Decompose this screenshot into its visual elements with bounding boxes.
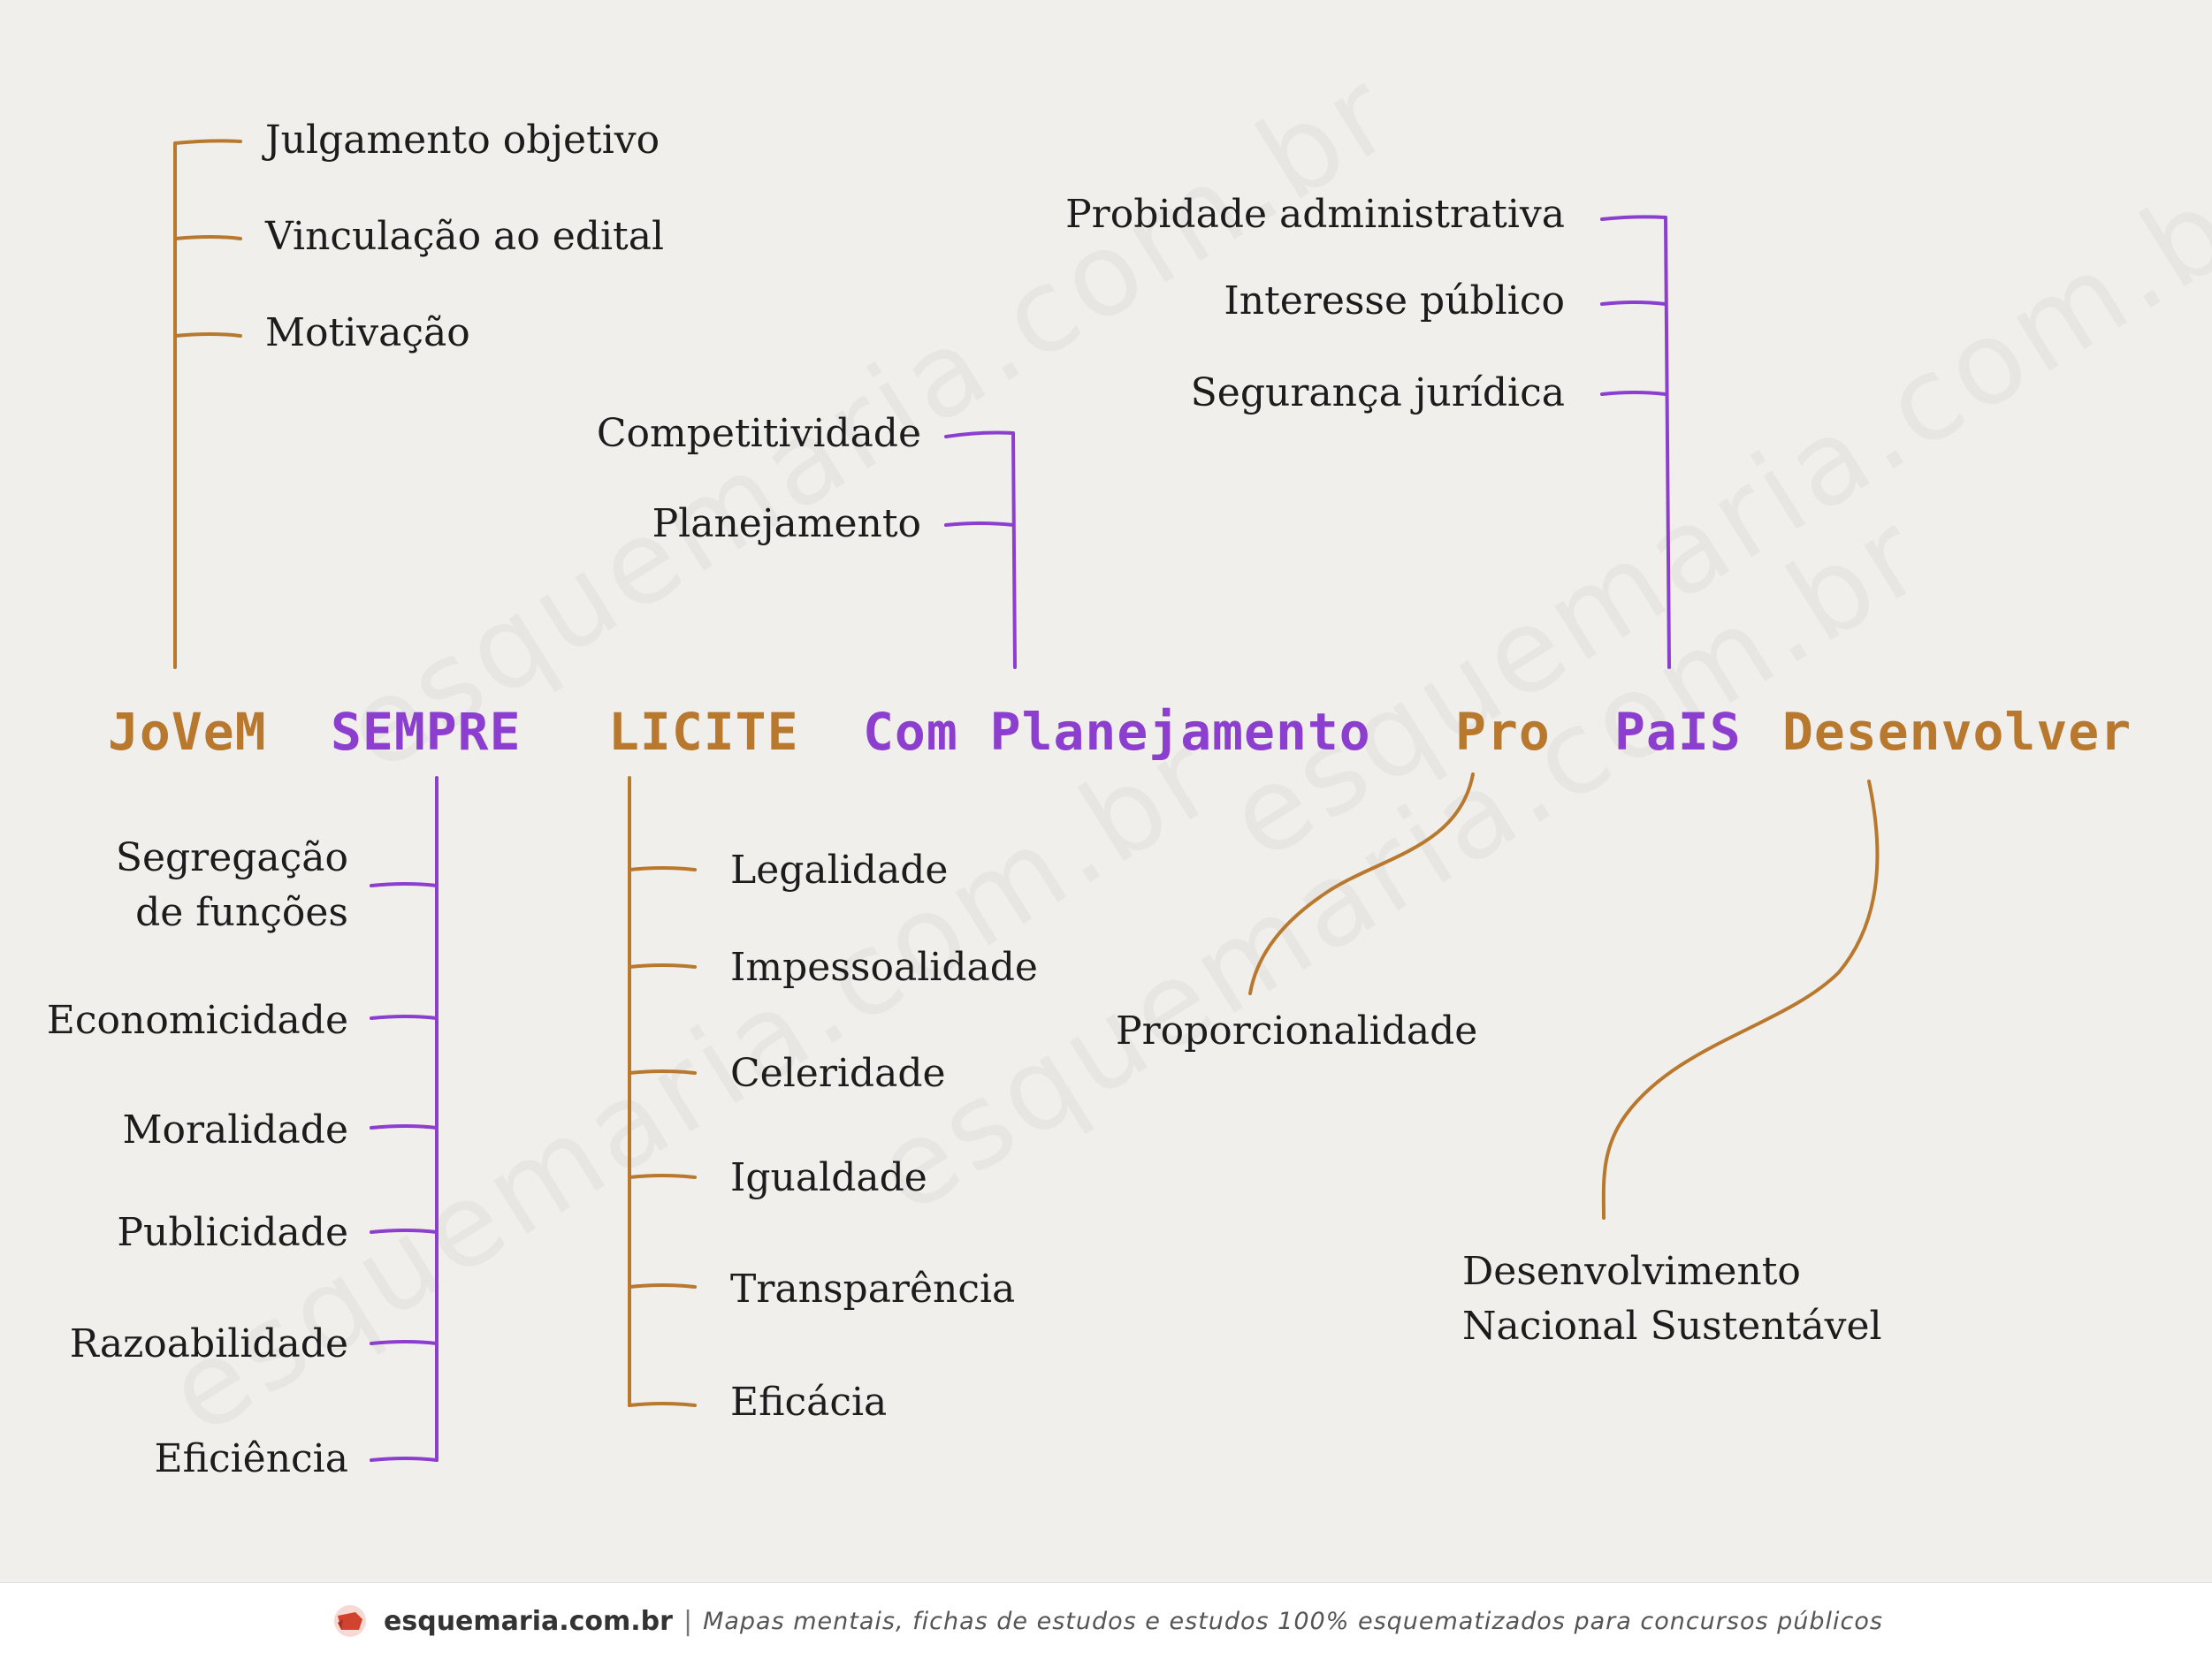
- key-licite: LICITE: [608, 702, 799, 762]
- esquemaria-logo-icon: [334, 1605, 367, 1637]
- term-interesse-publico: Interesse público: [1224, 278, 1565, 323]
- term-segregacao-linha-2: de funções: [135, 890, 348, 935]
- term-celeridade: Celeridade: [730, 1051, 946, 1096]
- key-pais: PaIS: [1614, 702, 1742, 762]
- curve-pro: [1248, 772, 1475, 995]
- term-seguranca-juridica: Segurança jurídica: [1190, 370, 1565, 415]
- curve-desenvolver: [1601, 780, 1880, 1220]
- term-desenvolvimento-linha-2: Nacional Sustentável: [1462, 1304, 1882, 1349]
- key-pro: Pro: [1455, 702, 1551, 762]
- key-sempre: SEMPRE: [331, 702, 522, 762]
- term-razoabilidade: Razoabilidade: [69, 1321, 348, 1366]
- term-segregacao-linha-1: Segregação: [115, 835, 348, 880]
- term-competitividade: Competitividade: [596, 411, 921, 456]
- footer-separator: |: [683, 1605, 693, 1637]
- term-legalidade: Legalidade: [730, 848, 949, 893]
- term-igualdade: Igualdade: [730, 1155, 927, 1200]
- bracket-jovem: [173, 139, 242, 669]
- term-motivacao: Motivação: [265, 310, 470, 355]
- term-impessoalidade: Impessoalidade: [730, 945, 1038, 990]
- bracket-pais: [1600, 215, 1671, 669]
- bracket-licite: [628, 776, 697, 1407]
- term-julgamento-objetivo: Julgamento objetivo: [265, 118, 660, 163]
- connector-lines: [173, 139, 1880, 1462]
- term-economicidade: Economicidade: [46, 998, 348, 1043]
- bracket-sempre: [370, 776, 439, 1462]
- term-proporcionalidade: Proporcionalidade: [1116, 1008, 1478, 1054]
- footer-tagline: Mapas mentais, fichas de estudos e estud…: [703, 1607, 1883, 1635]
- key-jovem: JoVeM: [108, 702, 267, 762]
- term-eficacia: Eficácia: [730, 1380, 888, 1425]
- footer-brand[interactable]: esquemaria.com.br: [384, 1605, 673, 1637]
- term-vinculacao-edital: Vinculação ao edital: [265, 214, 665, 259]
- term-publicidade: Publicidade: [117, 1210, 348, 1255]
- key-desenvolver: Desenvolver: [1782, 702, 2132, 762]
- term-moralidade: Moralidade: [122, 1107, 348, 1153]
- term-transparencia: Transparência: [730, 1267, 1016, 1312]
- term-probidade-administrativa: Probidade administrativa: [1065, 192, 1565, 237]
- bracket-com-planejamento: [944, 430, 1017, 669]
- term-desenvolvimento-linha-1: Desenvolvimento: [1462, 1249, 1801, 1294]
- term-planejamento: Planejamento: [652, 501, 921, 546]
- footer: esquemaria.com.br | Mapas mentais, ficha…: [0, 1582, 2212, 1659]
- term-eficiencia: Eficiência: [154, 1436, 348, 1481]
- key-com-planejamento: Com Planejamento: [863, 702, 1371, 762]
